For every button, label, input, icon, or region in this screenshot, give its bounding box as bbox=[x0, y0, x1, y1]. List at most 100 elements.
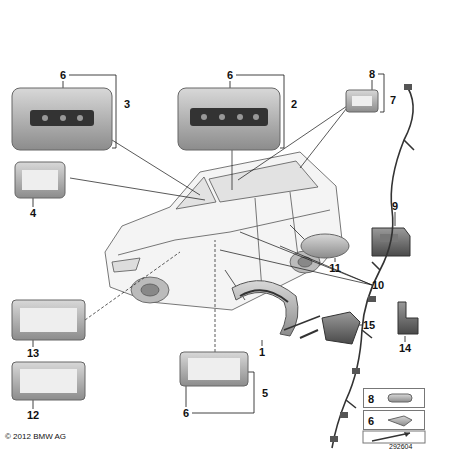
callout-number: 14 bbox=[398, 342, 412, 355]
wire-connector bbox=[330, 436, 338, 442]
callout-number: 13 bbox=[26, 347, 40, 360]
bracket-holder bbox=[300, 312, 360, 344]
bracket-holder bbox=[322, 312, 360, 344]
leader-line bbox=[70, 178, 205, 200]
car-outline bbox=[112, 258, 140, 272]
note-text: 292604 bbox=[388, 442, 413, 451]
legend-box: 6 bbox=[363, 410, 425, 430]
callout-number: 8 bbox=[364, 391, 378, 408]
bracket-line bbox=[405, 336, 406, 342]
wire-harness bbox=[332, 88, 414, 448]
bracket-line bbox=[395, 212, 396, 226]
callout-number: 1 bbox=[258, 346, 266, 359]
bracket-line bbox=[186, 386, 187, 407]
callout-number: 2 bbox=[290, 98, 298, 111]
leader-line bbox=[220, 250, 372, 285]
bracket-line bbox=[372, 80, 373, 90]
interior-light bbox=[188, 358, 240, 380]
wire-connector bbox=[340, 412, 348, 418]
mirror-turn-indicator bbox=[232, 281, 320, 336]
interior-light bbox=[12, 362, 85, 400]
wire-connector bbox=[352, 368, 360, 374]
interior-light bbox=[15, 162, 65, 198]
control-unit bbox=[380, 234, 398, 242]
interior-light bbox=[15, 162, 65, 198]
callout-number: 7 bbox=[389, 94, 397, 107]
bracket-line bbox=[33, 340, 34, 347]
sensor bbox=[398, 302, 418, 334]
interior-light bbox=[12, 300, 85, 340]
roof-light-unit bbox=[60, 115, 66, 121]
wire-harness bbox=[332, 88, 413, 448]
roof-light-unit bbox=[12, 88, 112, 150]
callout-number: 6 bbox=[364, 413, 378, 430]
roof-light-unit bbox=[42, 115, 48, 121]
roof-light-unit bbox=[237, 114, 243, 120]
callout-number: 5 bbox=[261, 387, 269, 400]
legend-box: 8 bbox=[363, 388, 425, 408]
callout-number: 8 bbox=[368, 68, 376, 81]
interior-light bbox=[12, 362, 85, 400]
callout-number: 12 bbox=[26, 409, 40, 422]
roof-light-unit bbox=[190, 108, 268, 126]
sensor bbox=[398, 302, 418, 334]
interior-light bbox=[12, 300, 85, 340]
interior-light bbox=[180, 352, 248, 386]
roof-light-unit bbox=[219, 114, 225, 120]
interior-light bbox=[346, 90, 378, 112]
arrow-box bbox=[363, 431, 425, 443]
callout-number: 10 bbox=[371, 279, 385, 292]
car-outline bbox=[141, 284, 159, 296]
callout-number: 3 bbox=[123, 98, 131, 111]
bracket-line bbox=[378, 74, 384, 112]
roof-light-unit bbox=[178, 88, 280, 150]
lamp-lens bbox=[301, 234, 349, 258]
callout-number: 15 bbox=[362, 319, 376, 332]
leader-line bbox=[300, 104, 350, 168]
leader-line bbox=[240, 232, 372, 285]
roof-light-unit bbox=[12, 88, 112, 150]
roof-light-unit bbox=[178, 88, 280, 150]
car-outline bbox=[209, 161, 318, 202]
callout-number: 6 bbox=[226, 69, 234, 82]
interior-light bbox=[20, 308, 77, 332]
mirror-turn-indicator bbox=[284, 316, 320, 330]
lamp-lens bbox=[301, 234, 349, 258]
callout-number: 6 bbox=[59, 69, 67, 82]
arrow-box bbox=[363, 431, 425, 443]
roof-light-unit bbox=[201, 114, 207, 120]
car-outline bbox=[118, 210, 330, 255]
interior-light bbox=[346, 90, 378, 112]
interior-light bbox=[20, 369, 77, 393]
arrow-box bbox=[372, 433, 410, 441]
roof-light-unit bbox=[30, 110, 94, 126]
leader-line bbox=[85, 252, 180, 320]
callout-number: 9 bbox=[391, 200, 399, 213]
bracket-line bbox=[33, 198, 34, 207]
wire-harness bbox=[346, 140, 414, 408]
leader-line bbox=[215, 240, 216, 352]
wire-connector bbox=[368, 296, 376, 302]
roof-light-unit bbox=[77, 115, 83, 121]
arrow-box bbox=[404, 432, 410, 437]
interior-light bbox=[180, 352, 248, 386]
bulb-icon bbox=[388, 394, 412, 402]
leader-line bbox=[232, 150, 233, 190]
bracket-holder bbox=[300, 330, 318, 338]
callout-number: 11 bbox=[328, 262, 342, 275]
mirror-turn-indicator bbox=[240, 290, 288, 302]
bracket-line bbox=[33, 400, 34, 409]
car-outline bbox=[105, 152, 342, 310]
bracket-line bbox=[262, 340, 263, 346]
car-outline bbox=[131, 277, 169, 303]
bulb-icon bbox=[388, 416, 412, 426]
note-text: © 2012 BMW AG bbox=[4, 432, 67, 442]
callout-number: 4 bbox=[29, 207, 37, 220]
interior-light bbox=[22, 170, 58, 190]
roof-light-unit bbox=[253, 114, 259, 120]
callout-number: 6 bbox=[182, 407, 190, 420]
bracket-line bbox=[335, 258, 336, 262]
interior-light bbox=[352, 96, 372, 106]
car-outline bbox=[105, 152, 342, 310]
